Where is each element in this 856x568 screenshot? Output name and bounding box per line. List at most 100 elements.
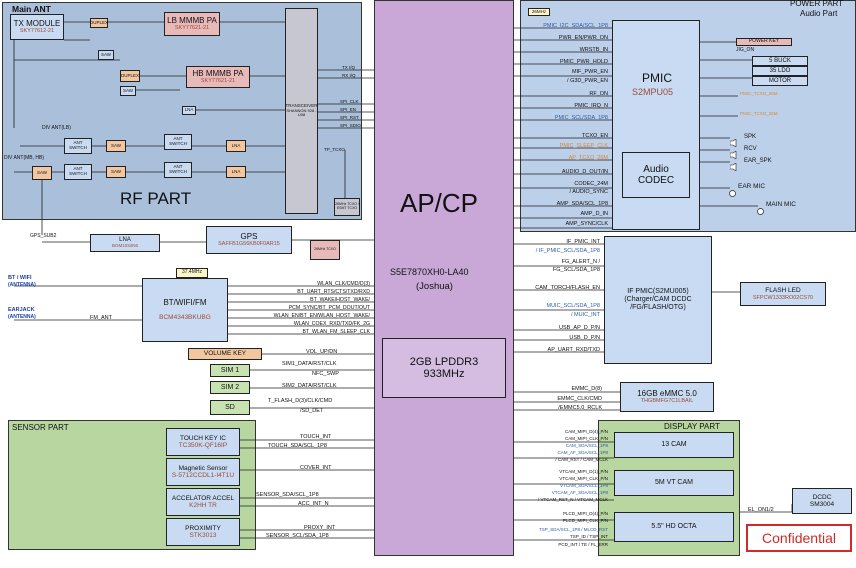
lna-rf: LNA [182, 106, 196, 115]
octa-sig-3: TSP_ID / TSP_INT [570, 534, 608, 539]
el-on-label: EL_ON1/2 [748, 507, 774, 513]
dcdc-box: DCDC SM3004 [792, 488, 852, 514]
pmic-sig-16: AMP_D_IN [580, 211, 608, 217]
touch-sig-1: TOUCH_SDA/SCL_1P8 [268, 443, 327, 449]
ant-switch-4: ANT SWITCH [164, 162, 192, 178]
dcdc-part: SM3004 [809, 501, 835, 508]
gps-lna-part: BGM1034N6 [111, 242, 138, 248]
proximity-sig-0: PROXY_INT [304, 525, 336, 531]
sig-tx-iq: TX I/Q [342, 65, 356, 70]
cam5-sig-1: VTCAM_MIPI_CLK_P/N [559, 476, 608, 481]
cam13-sig-2: CAM_SDA/SCL_1P8 [565, 443, 608, 448]
spk-icon [729, 134, 738, 148]
dcdc-name: DCDC [812, 493, 832, 501]
ear-spk-label: EAR_SPK [744, 158, 772, 164]
btwifi-antenna-sub: (ANTENNA) [8, 282, 36, 288]
ifpmic-desc2: /FG/FLASH/OTG) [630, 303, 686, 311]
bt-wifi-fm-part: BCM4343BKUBG [159, 313, 211, 321]
ifpmic-desc1: (Charger/CAM DCDC [624, 296, 692, 304]
touchkey-name: TOUCH KEY IC [180, 434, 226, 442]
cam13-sig-1: CAM_MIPI_CLK_P/N [564, 436, 608, 441]
ap-cp-part: S5E7870XH0-LA40 [390, 267, 469, 277]
sig-rx-iq: RX I/Q [342, 73, 356, 78]
pmic-box [612, 20, 700, 230]
pmic-part: S2MPU05 [632, 87, 674, 97]
ifpmic-sig-0: IF_PMIC_INT [566, 239, 600, 245]
cam5-box: 5M VT CAM [614, 470, 734, 496]
bt-sig-6: BT_WLAN_FM_SLEEP_CLK [302, 329, 370, 335]
pmic-sig-1: PWR_EN/PWR_ON [558, 35, 608, 41]
accel-part: K2HH TR [189, 502, 217, 509]
ifpmic-sig-3: FG_SCL/SDA_1P8 [552, 267, 600, 273]
pmic-sig-4: MIF_PWR_EN [571, 69, 608, 75]
pmic-tcxo-label-2: PMIC_TCXO_26M [740, 111, 778, 116]
sig-spi-en: SPI_EN [340, 107, 357, 112]
btwifi-antenna-label: BT / WIFI [8, 275, 32, 281]
ldo-box: 35 LDO [752, 66, 808, 76]
rcv-label: RCV [744, 146, 757, 152]
bt-sig-2: BT_WAKE/HOST_WAKE/ [310, 297, 370, 303]
pmic-sig-7: PMIC_IRQ_N [574, 103, 608, 109]
ap-cp-codename: (Joshua) [416, 281, 453, 292]
hb-pa-part: SKY77621-21 [200, 78, 236, 85]
tx-module-box: TX MODULE SKY77612-21 [10, 14, 64, 40]
emmc-sig-0: EMMC_D(8) [571, 386, 602, 392]
octa-sig-4: PCD_INT / TE / FL_ERR [558, 542, 608, 547]
octa-sig-2: TSP_SDA/SCL_1P8 / MLCD_RST [538, 527, 608, 532]
gps-tcxo-box: 26MHz TCXO [310, 240, 340, 260]
flash-led-box: FLASH LED SFPCW1333RO02CS70 [740, 282, 826, 306]
lb-pa-name: LB MMMB PA [167, 15, 217, 25]
proximity-box: PROXIMITY STK3013 [166, 518, 240, 546]
pmic-sig-2: WRSTB_IN [579, 47, 608, 53]
transceiver-box: TRANSCEIVER SHANNON 928 - U08 [285, 8, 318, 214]
touchkey-box: TOUCH KEY IC TC350K-QF16IP [166, 428, 240, 456]
lpddr3-speed: 933MHz [423, 368, 465, 380]
pmic-sig-10: PMIC_SLEEP_CLK [559, 143, 608, 149]
accel-name: ACCELATOR ACCEL [171, 494, 235, 502]
sig-spi-sdio: SPI_SDIO [340, 123, 361, 128]
lpddr3-name: 2GB LPDDR3 [409, 355, 479, 368]
emmc-part: THGBMFG7C1LBAIL [640, 398, 694, 405]
div-ant-lb-label: DIV ANT(LB) [42, 125, 71, 131]
main-mic-label: MAIN MIC [766, 201, 796, 208]
ifpmic-name: IF PMIC(S2MU005) [627, 288, 689, 296]
spk-label: SPK [744, 134, 757, 140]
touchkey-part: TC350K-QF16IP [178, 442, 228, 449]
magnetic-name: Magnetic Sensor [178, 464, 228, 472]
ifpmic-sig-4: CAM_TORCH/FLASH_EN [535, 285, 600, 291]
rf-part-title: RF PART [120, 189, 192, 208]
bt-sig-5: WLAN_COEX_RXD/TXD/FK_2G [293, 321, 370, 327]
power-crystal: 26MHz [528, 8, 550, 16]
ifpmic-sig-6: / MUIC_INT [570, 312, 600, 318]
bt-sig-3: PCM_SYNC/BT_PCM_DOUT/OUT [288, 305, 370, 311]
transceiver-name: TRANSCEIVER [285, 103, 318, 109]
gps-box: GPS SAFFB1G56KB0F0AR15 [206, 226, 292, 254]
ear-mic-icon [729, 184, 736, 197]
pmic-sig-14: / AUDIO_SYNC [569, 189, 608, 195]
sig-tp-tcxo: TP_TCXO [324, 147, 345, 152]
fm-ant-label: FM_ANT [90, 315, 112, 321]
sim1-sig-1: NFC_SWP [312, 371, 339, 377]
emmc-name: 16GB eMMC 5.0 [637, 388, 697, 398]
ifpmic-sig-5: MUIC_SCL/SDA_1P8 [546, 303, 601, 309]
display-part-title: DISPLAY PART [664, 422, 720, 431]
proximity-sig-1: SENSOR_SCL/SDA_1P8 [266, 533, 329, 539]
pmic-sig-3: PMIC_PWR_HOLD [560, 59, 608, 65]
accel-box: ACCELATOR ACCEL K2HH TR [166, 488, 240, 516]
sd-sig-1: /SD_DET [300, 408, 324, 414]
earjack-antenna-sub: (ANTENNA) [8, 314, 36, 320]
power-key-box: POWER KEY [736, 38, 792, 46]
gps-part: SAFFB1G56KB0F0AR15 [218, 241, 280, 248]
gps-sub2-label: GPS_SUB2 [30, 233, 57, 239]
bt-wifi-fm-box: BT/WIFI/FM BCM4343BKUBG [142, 278, 228, 342]
audio-codec-name2: CODEC [637, 175, 675, 186]
duplex-1: DUPLEX [90, 18, 108, 28]
ap-cp-block [374, 0, 514, 556]
tx-module-name: TX MODULE [13, 18, 61, 28]
bt-sig-4: WLAN_EN/BT_EN/WLAN_HOST_WAKE/ [273, 313, 370, 319]
bt-sig-0: WLAN_CLK/CMD/D(3) [317, 281, 370, 287]
ant-switch-3: ANT SWITCH [64, 164, 92, 180]
pmic-tcxo-label-1: PMIC_TCXO_26M [740, 91, 778, 96]
volume-sig: VOL_UP/DN [306, 349, 338, 355]
pmic-sig-6: RF_ON [589, 91, 608, 97]
